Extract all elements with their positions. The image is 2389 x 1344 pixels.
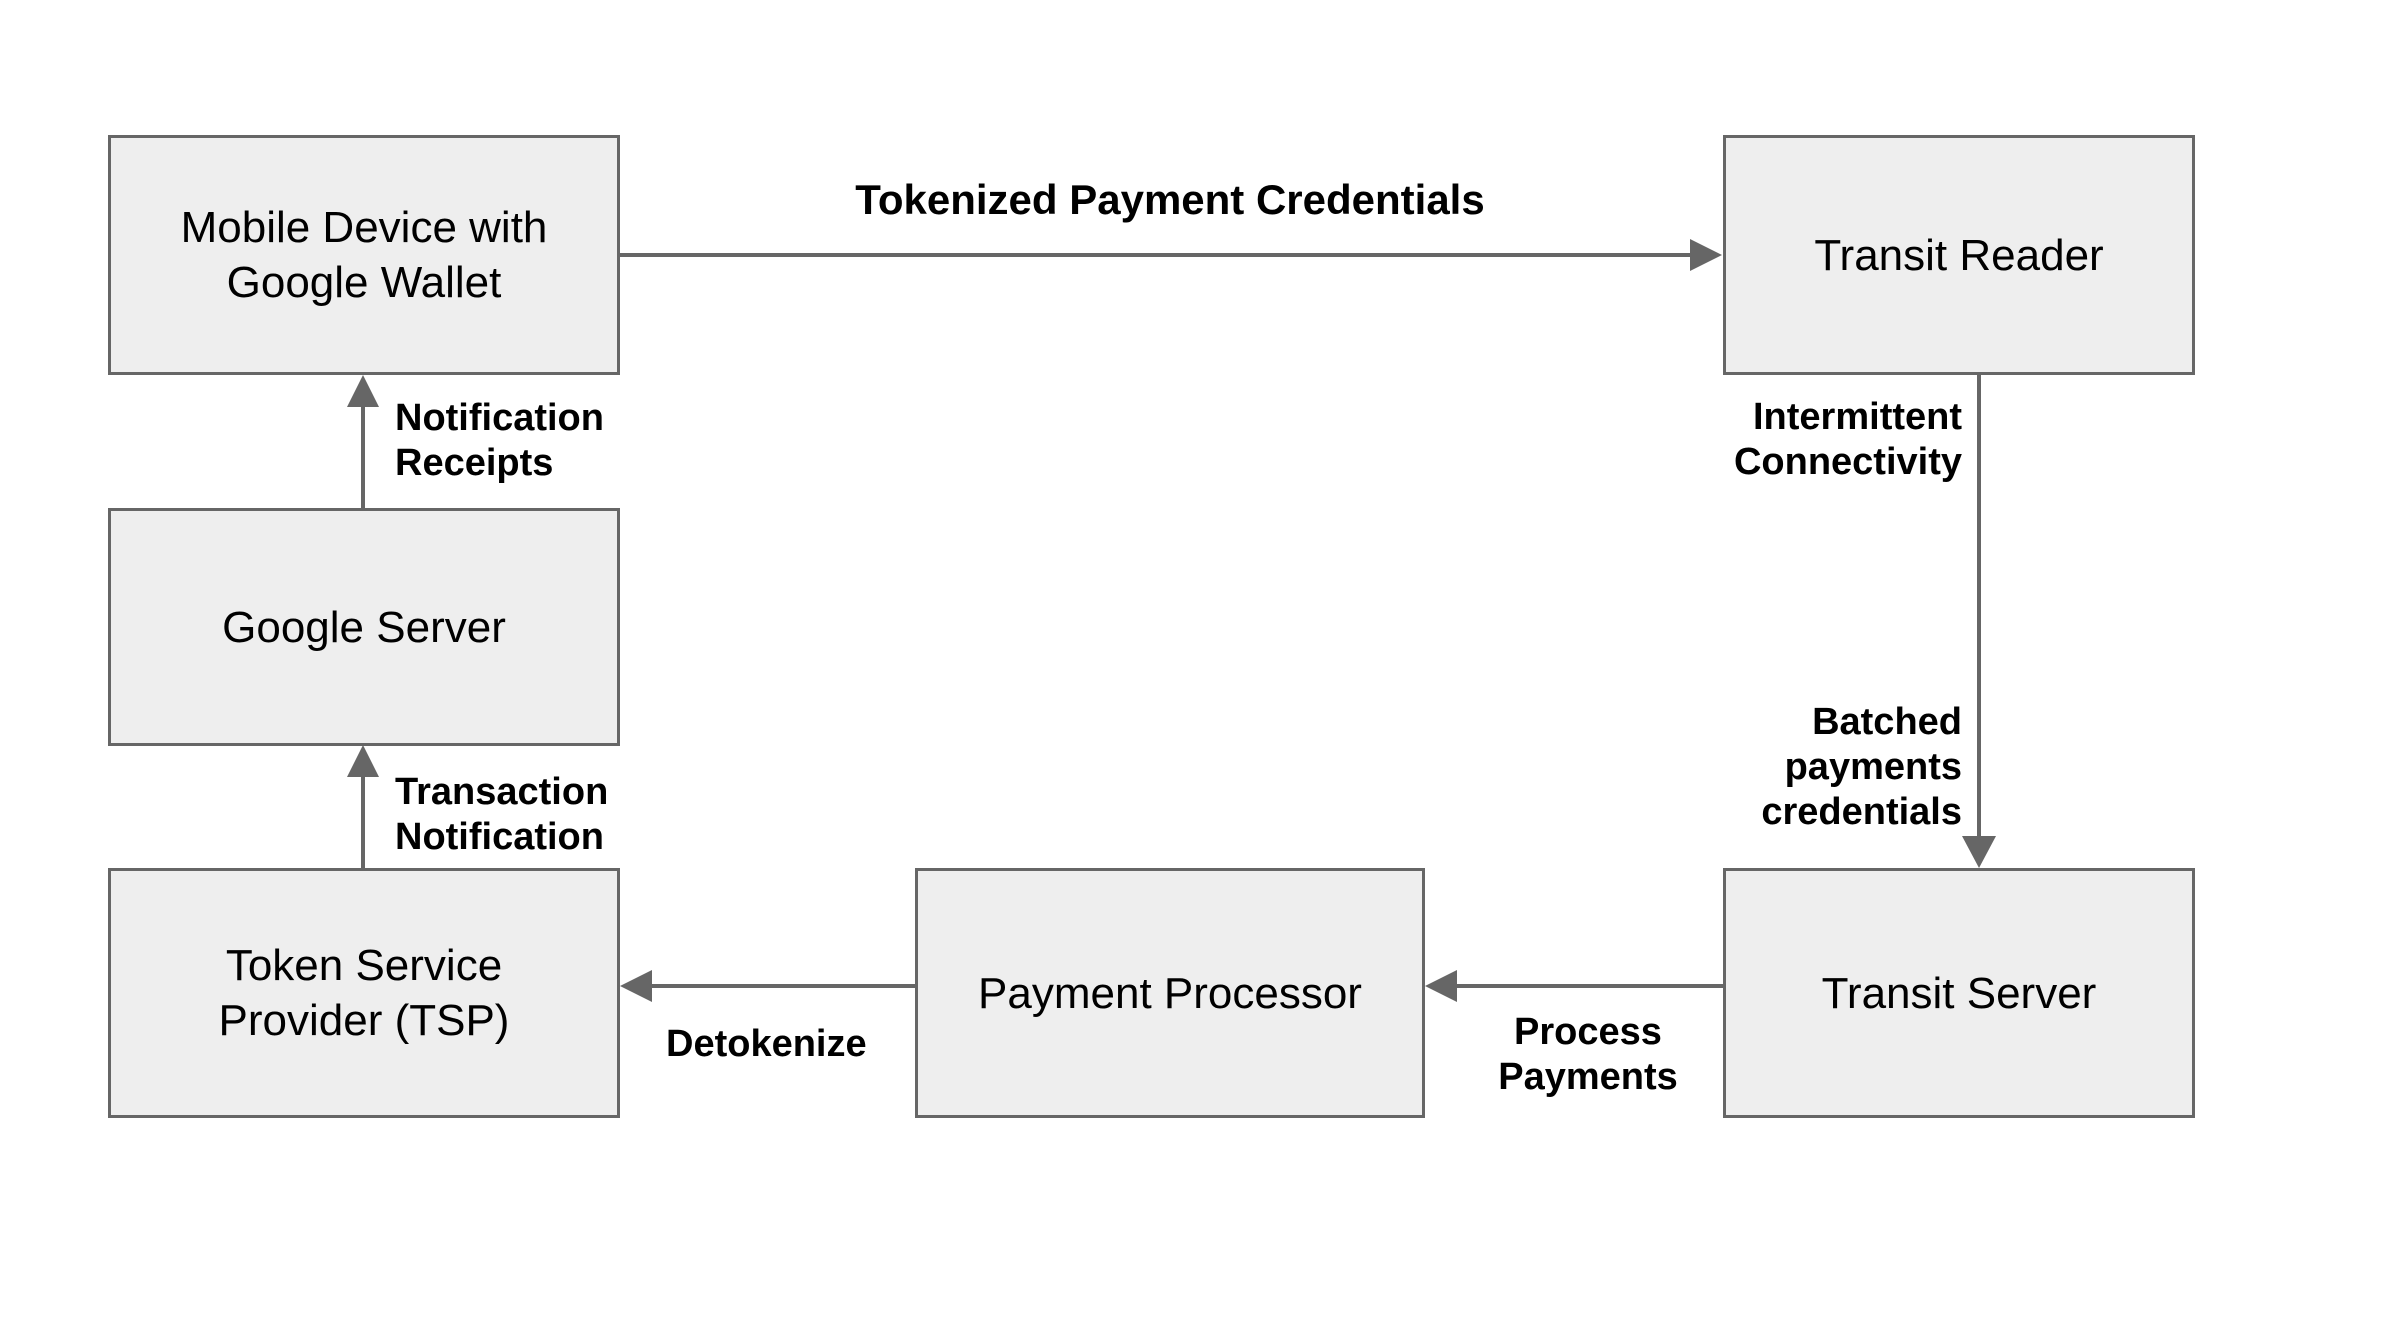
edge-label-process-payments: Process Payments xyxy=(1498,1011,1678,1098)
node-token-service-provider[interactable]: Token Service Provider (TSP) xyxy=(108,868,620,1118)
node-mobile-device[interactable]: Mobile Device with Google Wallet xyxy=(108,135,620,375)
node-transit-reader[interactable]: Transit Reader xyxy=(1723,135,2195,375)
edge-notification-receipts xyxy=(347,375,379,508)
edge-detokenize xyxy=(620,970,915,1002)
edge-label-batched-payments-credentials: Batched payments credentials xyxy=(1761,701,1962,833)
edge-label-transaction-notification: Transaction Notification xyxy=(395,771,609,858)
edge-process-payments xyxy=(1425,970,1723,1002)
edge-transit-reader-to-transit-server xyxy=(1962,374,1996,868)
edge-transaction-notification xyxy=(347,745,379,868)
edge-label-intermittent-connectivity: Intermittent Connectivity xyxy=(1733,396,1962,483)
edge-label-detokenize: Detokenize xyxy=(666,1023,867,1065)
node-transit-server[interactable]: Transit Server xyxy=(1723,868,2195,1118)
edge-tokenized-payment-credentials xyxy=(620,239,1722,271)
node-payment-processor[interactable]: Payment Processor xyxy=(915,868,1425,1118)
edge-label-notification-receipts: Notification Receipts xyxy=(395,397,604,484)
node-google-server[interactable]: Google Server xyxy=(108,508,620,746)
edge-label-tokenized-payment-credentials: Tokenized Payment Credentials xyxy=(855,176,1485,223)
